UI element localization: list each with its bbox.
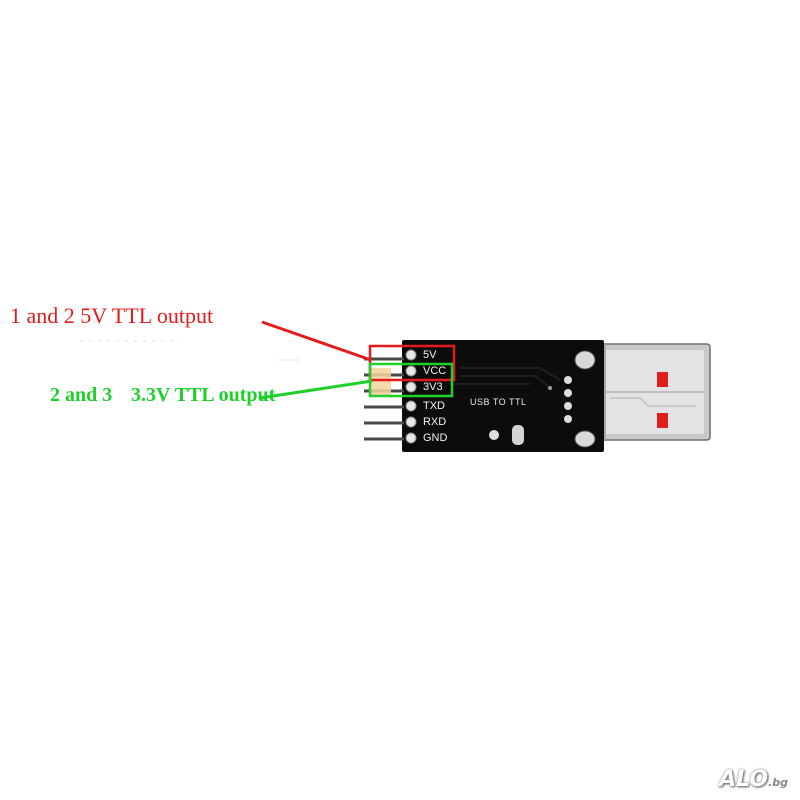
five-volt-arrow bbox=[261, 320, 372, 362]
pin-pads bbox=[405, 349, 417, 444]
usb-contact-window bbox=[657, 413, 668, 428]
pin-label-3v3: 3V3 bbox=[423, 381, 443, 393]
pin-label-5v: 5V bbox=[423, 349, 437, 361]
watermark-text: ALO bbox=[719, 767, 769, 792]
pin-label-vcc: VCC bbox=[423, 365, 447, 377]
five-volt-annotation: 1 and 2 5V TTL output bbox=[10, 303, 214, 328]
board-silkscreen-label: USB TO TTL bbox=[470, 397, 527, 407]
three-volt-annotation: 3.3V TTL output bbox=[131, 384, 276, 406]
pin-label-gnd: GND bbox=[423, 432, 448, 444]
three-volt-annotation-prefix: 2 and 3 bbox=[50, 384, 113, 406]
three-volt-arrow bbox=[259, 379, 373, 400]
jumper-cap bbox=[369, 368, 391, 396]
pin-label-txd: TXD bbox=[423, 400, 445, 412]
usb-plug bbox=[597, 343, 711, 441]
watermark-logo: ALO.bg bbox=[719, 767, 788, 792]
pin-label-rxd: RXD bbox=[423, 416, 447, 428]
watermark-suffix: .bg bbox=[768, 776, 788, 789]
usb-contact-window bbox=[657, 372, 668, 387]
